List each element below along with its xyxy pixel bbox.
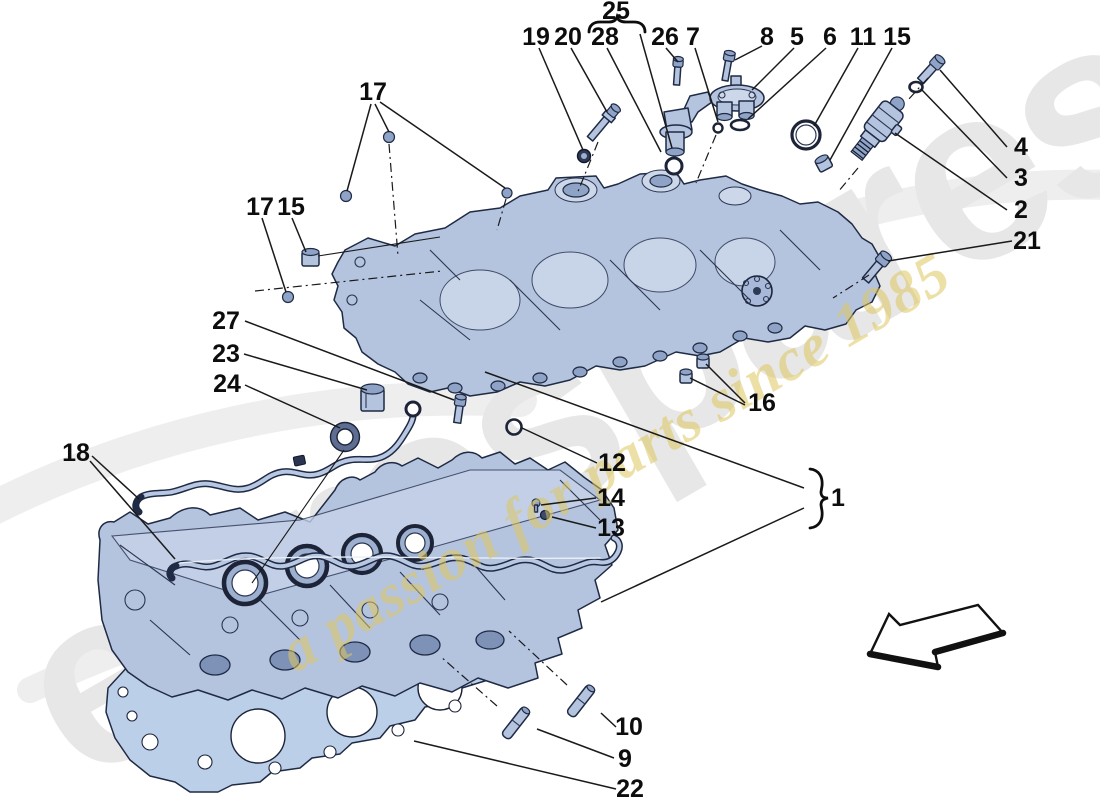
o-ring-part-12	[505, 418, 523, 436]
bolt-part-21	[861, 250, 893, 284]
watermark-swoosh	[0, 381, 537, 524]
callout-label-17-dowel: 17	[246, 193, 274, 221]
dowel-parts-16	[679, 353, 710, 384]
callout-label-13-nut: 13	[597, 514, 625, 542]
callout-label-12-o-ring: 12	[598, 449, 626, 477]
callout-label-11-o-ring: 11	[850, 23, 877, 51]
group-bracket-1	[808, 467, 829, 530]
callout-label-21-bolt: 21	[1013, 227, 1041, 255]
seal-part-19	[576, 148, 592, 164]
callout-label-15-plug: 15	[883, 23, 911, 51]
leader-lines	[89, 33, 1013, 790]
pipe-clip	[292, 454, 306, 467]
washer-part-3	[908, 80, 924, 94]
bolt-part-4	[916, 54, 946, 85]
callout-label-8-bolt: 8	[760, 23, 774, 51]
callout-label-23-plug: 23	[212, 340, 240, 368]
callout-label-9-dowel-pin: 9	[618, 745, 632, 773]
callout-label-24-washer: 24	[213, 370, 241, 398]
o-ring-part-11	[790, 119, 822, 151]
direction-arrow-icon	[866, 603, 1007, 671]
bolt-part-26	[672, 55, 684, 86]
nut-part-13	[539, 509, 551, 521]
callout-label-5-housing: 5	[790, 23, 804, 51]
callout-label-17-dowel: 17	[359, 78, 387, 106]
callout-label-27-bolt: 27	[212, 307, 240, 335]
callout-label-20-bolt: 20	[554, 23, 582, 51]
seal-part-7	[712, 122, 724, 134]
callout-label-7-seal: 7	[686, 23, 700, 51]
washer-part-24	[329, 421, 361, 453]
oil-pipe-lower	[166, 534, 623, 582]
callout-label-10-dowel-pin: 10	[615, 713, 643, 741]
housing-part-5	[709, 75, 765, 122]
callout-label-6-o-ring: 6	[823, 23, 837, 51]
screw-part-14	[531, 498, 541, 513]
callout-label-28-camshaft-sensor: 28	[591, 23, 619, 51]
callout-label-22-head-gasket: 22	[616, 775, 644, 800]
bolt-part-20	[586, 103, 622, 142]
callout-label-19-seal: 19	[522, 23, 550, 51]
dowel-parts-17	[281, 130, 513, 304]
spark-plug-towers	[554, 169, 752, 206]
plug-part-15-left	[301, 247, 320, 267]
callout-label-2-solenoid-valve: 2	[1014, 196, 1028, 224]
bolt-part-8	[721, 49, 736, 82]
callout-label-14-screw: 14	[597, 484, 625, 512]
callout-label-26-bolt: 26	[651, 23, 679, 51]
oil-pipe-upper	[132, 400, 422, 516]
plug-part-15-top	[814, 154, 834, 173]
callout-label-25-camshaft-sensor-group: 25	[602, 0, 630, 25]
callout-label-16-dowel: 16	[748, 389, 776, 417]
callout-label-18-pipe: 18	[62, 439, 90, 467]
callout-label-3-washer: 3	[1014, 164, 1028, 192]
o-ring-part-6	[729, 118, 751, 132]
upper-cylinder-head-assembly-drawing	[331, 169, 881, 397]
dowel-pin-part-10	[566, 684, 596, 718]
callout-label-4-bolt: 4	[1014, 133, 1028, 161]
solenoid-valve-part-2	[850, 96, 905, 162]
callout-label-1-cylinder-head-assembly: 1	[831, 484, 845, 512]
group-bracket-25	[587, 12, 647, 34]
callout-label-15-plug: 15	[277, 193, 305, 221]
bolt-part-27	[453, 393, 467, 425]
end-flange	[741, 275, 773, 307]
plug-part-23	[360, 383, 385, 412]
dowel-pin-part-9	[501, 706, 531, 740]
